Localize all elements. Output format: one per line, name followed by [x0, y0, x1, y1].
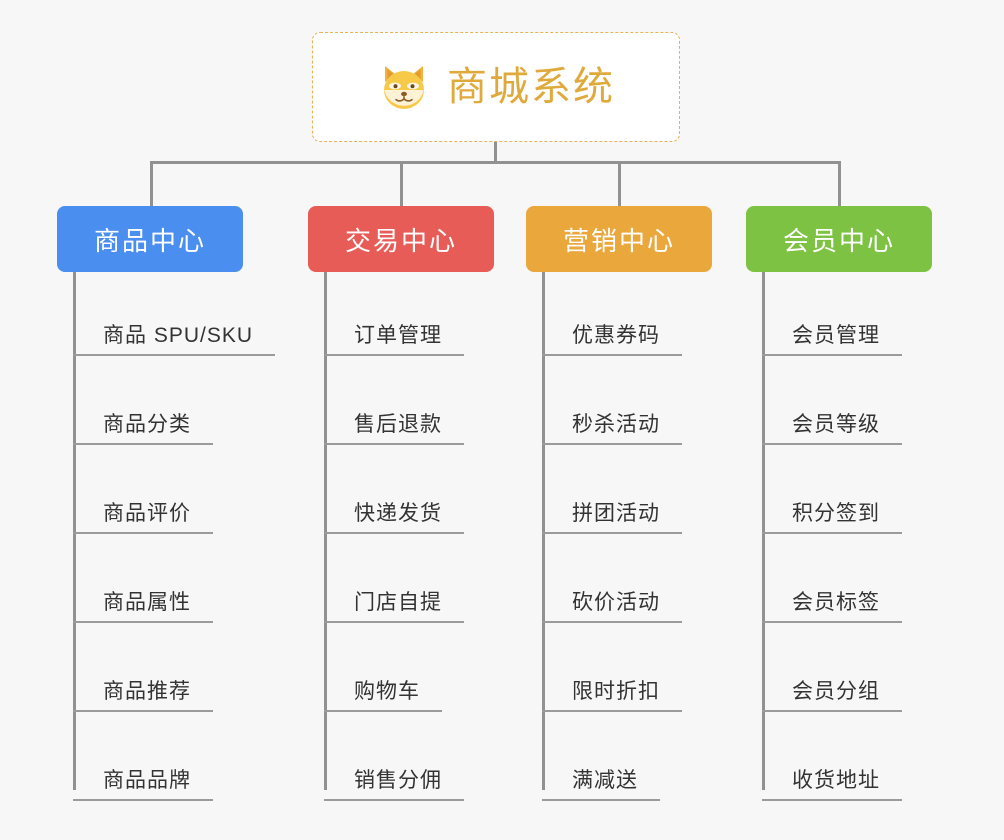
branch-drop-connector-3: [618, 161, 621, 207]
leaf-item-underline: [324, 621, 464, 623]
leaf-item-label: 会员管理: [792, 324, 880, 347]
branch-label: 会员中心: [782, 225, 895, 256]
leaf-item-label: 满减送: [572, 769, 638, 792]
branch-box-2[interactable]: 营销中心: [526, 206, 712, 272]
leaf-item-label: 拼团活动: [572, 502, 660, 525]
branch-label: 交易中心: [344, 225, 457, 256]
leaf-item-underline: [542, 443, 682, 445]
shiba-dog-icon: [377, 60, 431, 114]
branch-label: 营销中心: [562, 225, 675, 256]
branch-box-1[interactable]: 交易中心: [308, 206, 494, 272]
leaf-item-label: 限时折扣: [572, 680, 660, 703]
leaf-item-underline: [324, 443, 464, 445]
root-title: 商城系统: [447, 65, 615, 109]
leaf-item-underline: [73, 710, 213, 712]
leaf-item-label: 积分签到: [792, 502, 880, 525]
leaf-item-label: 砍价活动: [572, 591, 660, 614]
leaf-item-label: 售后退款: [354, 413, 442, 436]
branch-drop-connector-4: [838, 161, 841, 207]
leaf-spine: [324, 272, 327, 790]
leaf-spine: [73, 272, 76, 790]
leaf-item-underline: [542, 532, 682, 534]
leaf-item-underline: [542, 799, 660, 801]
leaf-item-label: 优惠券码: [572, 324, 660, 347]
leaf-item-underline: [324, 710, 442, 712]
leaf-item-label: 商品评价: [103, 502, 191, 525]
root-stem-connector: [494, 142, 497, 164]
leaf-item-underline: [762, 621, 902, 623]
leaf-item-underline: [762, 443, 902, 445]
leaf-item-underline: [73, 799, 213, 801]
branch-box-3[interactable]: 会员中心: [746, 206, 932, 272]
branch-drop-connector-1: [150, 161, 153, 207]
leaf-item-label: 商品属性: [103, 591, 191, 614]
leaf-item-underline: [542, 354, 682, 356]
leaf-item-underline: [73, 443, 213, 445]
branch-box-0[interactable]: 商品中心: [57, 206, 243, 272]
leaf-item-underline: [762, 354, 902, 356]
leaf-item-underline: [762, 799, 902, 801]
leaf-item-label: 会员分组: [792, 680, 880, 703]
leaf-item-underline: [542, 710, 682, 712]
root-node[interactable]: 商城系统: [312, 32, 680, 142]
leaf-spine: [762, 272, 765, 790]
leaf-spine: [542, 272, 545, 790]
leaf-item-underline: [324, 354, 464, 356]
leaf-item-label: 销售分佣: [354, 769, 442, 792]
leaf-item-label: 快递发货: [354, 502, 442, 525]
leaf-item-underline: [73, 621, 213, 623]
branch-bus-connector: [150, 161, 841, 164]
leaf-item-label: 购物车: [354, 680, 420, 703]
leaf-item-underline: [324, 532, 464, 534]
leaf-item-label: 商品推荐: [103, 680, 191, 703]
leaf-item-underline: [762, 710, 902, 712]
leaf-item-label: 会员标签: [792, 591, 880, 614]
leaf-item-label: 商品品牌: [103, 769, 191, 792]
leaf-item-underline: [324, 799, 464, 801]
leaf-item-label: 收货地址: [792, 769, 880, 792]
branch-drop-connector-2: [400, 161, 403, 207]
leaf-item-label: 商品 SPU/SKU: [103, 324, 254, 347]
leaf-item-underline: [762, 532, 902, 534]
leaf-item-label: 门店自提: [354, 591, 442, 614]
leaf-item-underline: [73, 532, 213, 534]
leaf-item-underline: [542, 621, 682, 623]
leaf-item-label: 订单管理: [354, 324, 442, 347]
branch-label: 商品中心: [93, 225, 206, 256]
leaf-item-label: 会员等级: [792, 413, 880, 436]
leaf-item-label: 商品分类: [103, 413, 191, 436]
leaf-item-underline: [73, 354, 275, 356]
leaf-item-label: 秒杀活动: [572, 413, 660, 436]
